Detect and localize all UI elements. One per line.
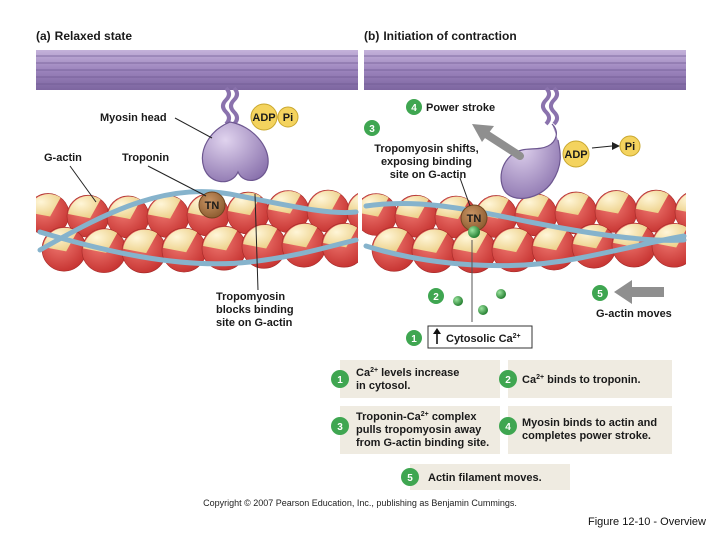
adp-b: ADP [562,140,590,168]
marker-2 [428,288,444,304]
label-myosin-head: Myosin head [100,112,167,124]
svg-text:Myosin binds to actin and: Myosin binds to actin and completes powe… [522,417,660,442]
g-actin-bead [146,195,190,238]
svg-text:3: 3 [369,124,375,135]
calcium-ion [496,289,506,299]
g-actin-bead [554,191,598,235]
marker-3 [364,120,380,136]
adp-pi-a: ADP Pi [250,103,299,131]
label-g-actin-a: G-actin [44,152,82,164]
arrow-up-icon [433,328,441,334]
step-box-3: 3 Troponin-Ca2+ complex pulls tropomyosi… [331,406,500,454]
tropomyosin-b [363,200,687,269]
label-tropomyosin-blocks: Tropomyosin blocks binding site on G-act… [216,291,297,329]
svg-text:Pi: Pi [625,141,635,153]
thick-filament-b [364,50,686,90]
step-box-2: 2 Ca2+ binds to troponin. [499,360,672,398]
marker-5 [592,285,608,301]
myosin-head-b [500,86,561,199]
g-actin-bead [371,227,417,272]
svg-text:Actin filament moves.: Actin filament moves. [428,472,542,484]
label-tropomyosin-shifts: Tropomyosin shifts, exposing binding sit… [374,143,482,181]
shift-arrow [482,130,524,160]
actin-move-arrow [614,280,632,304]
calcium-ion [478,305,488,315]
copyright-notice: Copyright © 2007 Pearson Education, Inc.… [203,498,517,508]
calcium-ion [453,296,463,306]
label-cytosolic-calcium: Cytosolic Ca2+ [446,333,521,345]
label-troponin: Troponin [122,152,169,164]
svg-text:1: 1 [337,375,343,386]
calcium-ion-bound [468,226,480,238]
myosin-head-a [201,86,269,183]
label-g-actin-moves: G-actin moves [596,308,672,320]
svg-text:Troponin-Ca2+ complex pu: Troponin-Ca2+ complex pulls tropomyosin … [356,411,489,449]
step-box-5: 5 Actin filament moves. [401,464,570,490]
svg-text:1: 1 [411,334,417,345]
panel-a-title: (a)Relaxed state [36,29,132,43]
svg-text:ADP: ADP [252,112,275,124]
g-actin-bead [411,228,457,274]
g-actin-bead [634,189,678,233]
svg-text:4: 4 [505,422,511,433]
svg-text:Ca2+ binds to troponin.: Ca2+ binds to troponin. [522,374,641,386]
figure-caption: Figure 12-10 - Overview [588,516,706,528]
svg-text:4: 4 [411,103,417,114]
g-actin-bead [281,222,327,268]
pi-release-arrow [591,145,613,149]
troponin-a: TN [198,191,226,219]
thick-filament-a [36,50,358,90]
svg-text:2: 2 [505,375,511,386]
g-actin-bead [36,193,70,236]
svg-text:2: 2 [433,292,439,303]
svg-text:5: 5 [597,289,603,300]
troponin-b: TN [460,204,488,232]
step-box-4: 4 Myosin binds to actin and completes po… [499,406,672,454]
step-box-1: 1 Ca2+ levels increase in cytosol. [331,360,500,398]
tropomyosin-a [37,189,359,267]
svg-text:5: 5 [407,473,413,484]
svg-text:Ca2+ levels increase in: Ca2+ levels increase in cytosol. [356,367,462,392]
svg-text:ADP: ADP [564,149,587,161]
svg-text:TN: TN [205,200,220,212]
label-power-stroke: Power stroke [426,102,495,114]
svg-text:Pi: Pi [283,112,293,124]
g-actin-bead [491,227,537,273]
marker-4 [406,99,422,115]
cytosolic-calcium-box [427,325,533,349]
svg-text:TN: TN [467,213,482,225]
marker-1 [406,330,422,346]
svg-text:3: 3 [337,422,343,433]
g-actin-bead [121,228,167,274]
g-actin-bead [651,222,686,268]
panel-b-title: (b)Initiation of contraction [364,29,517,43]
g-actin-bead [674,193,686,231]
pi-b: Pi [619,135,641,157]
